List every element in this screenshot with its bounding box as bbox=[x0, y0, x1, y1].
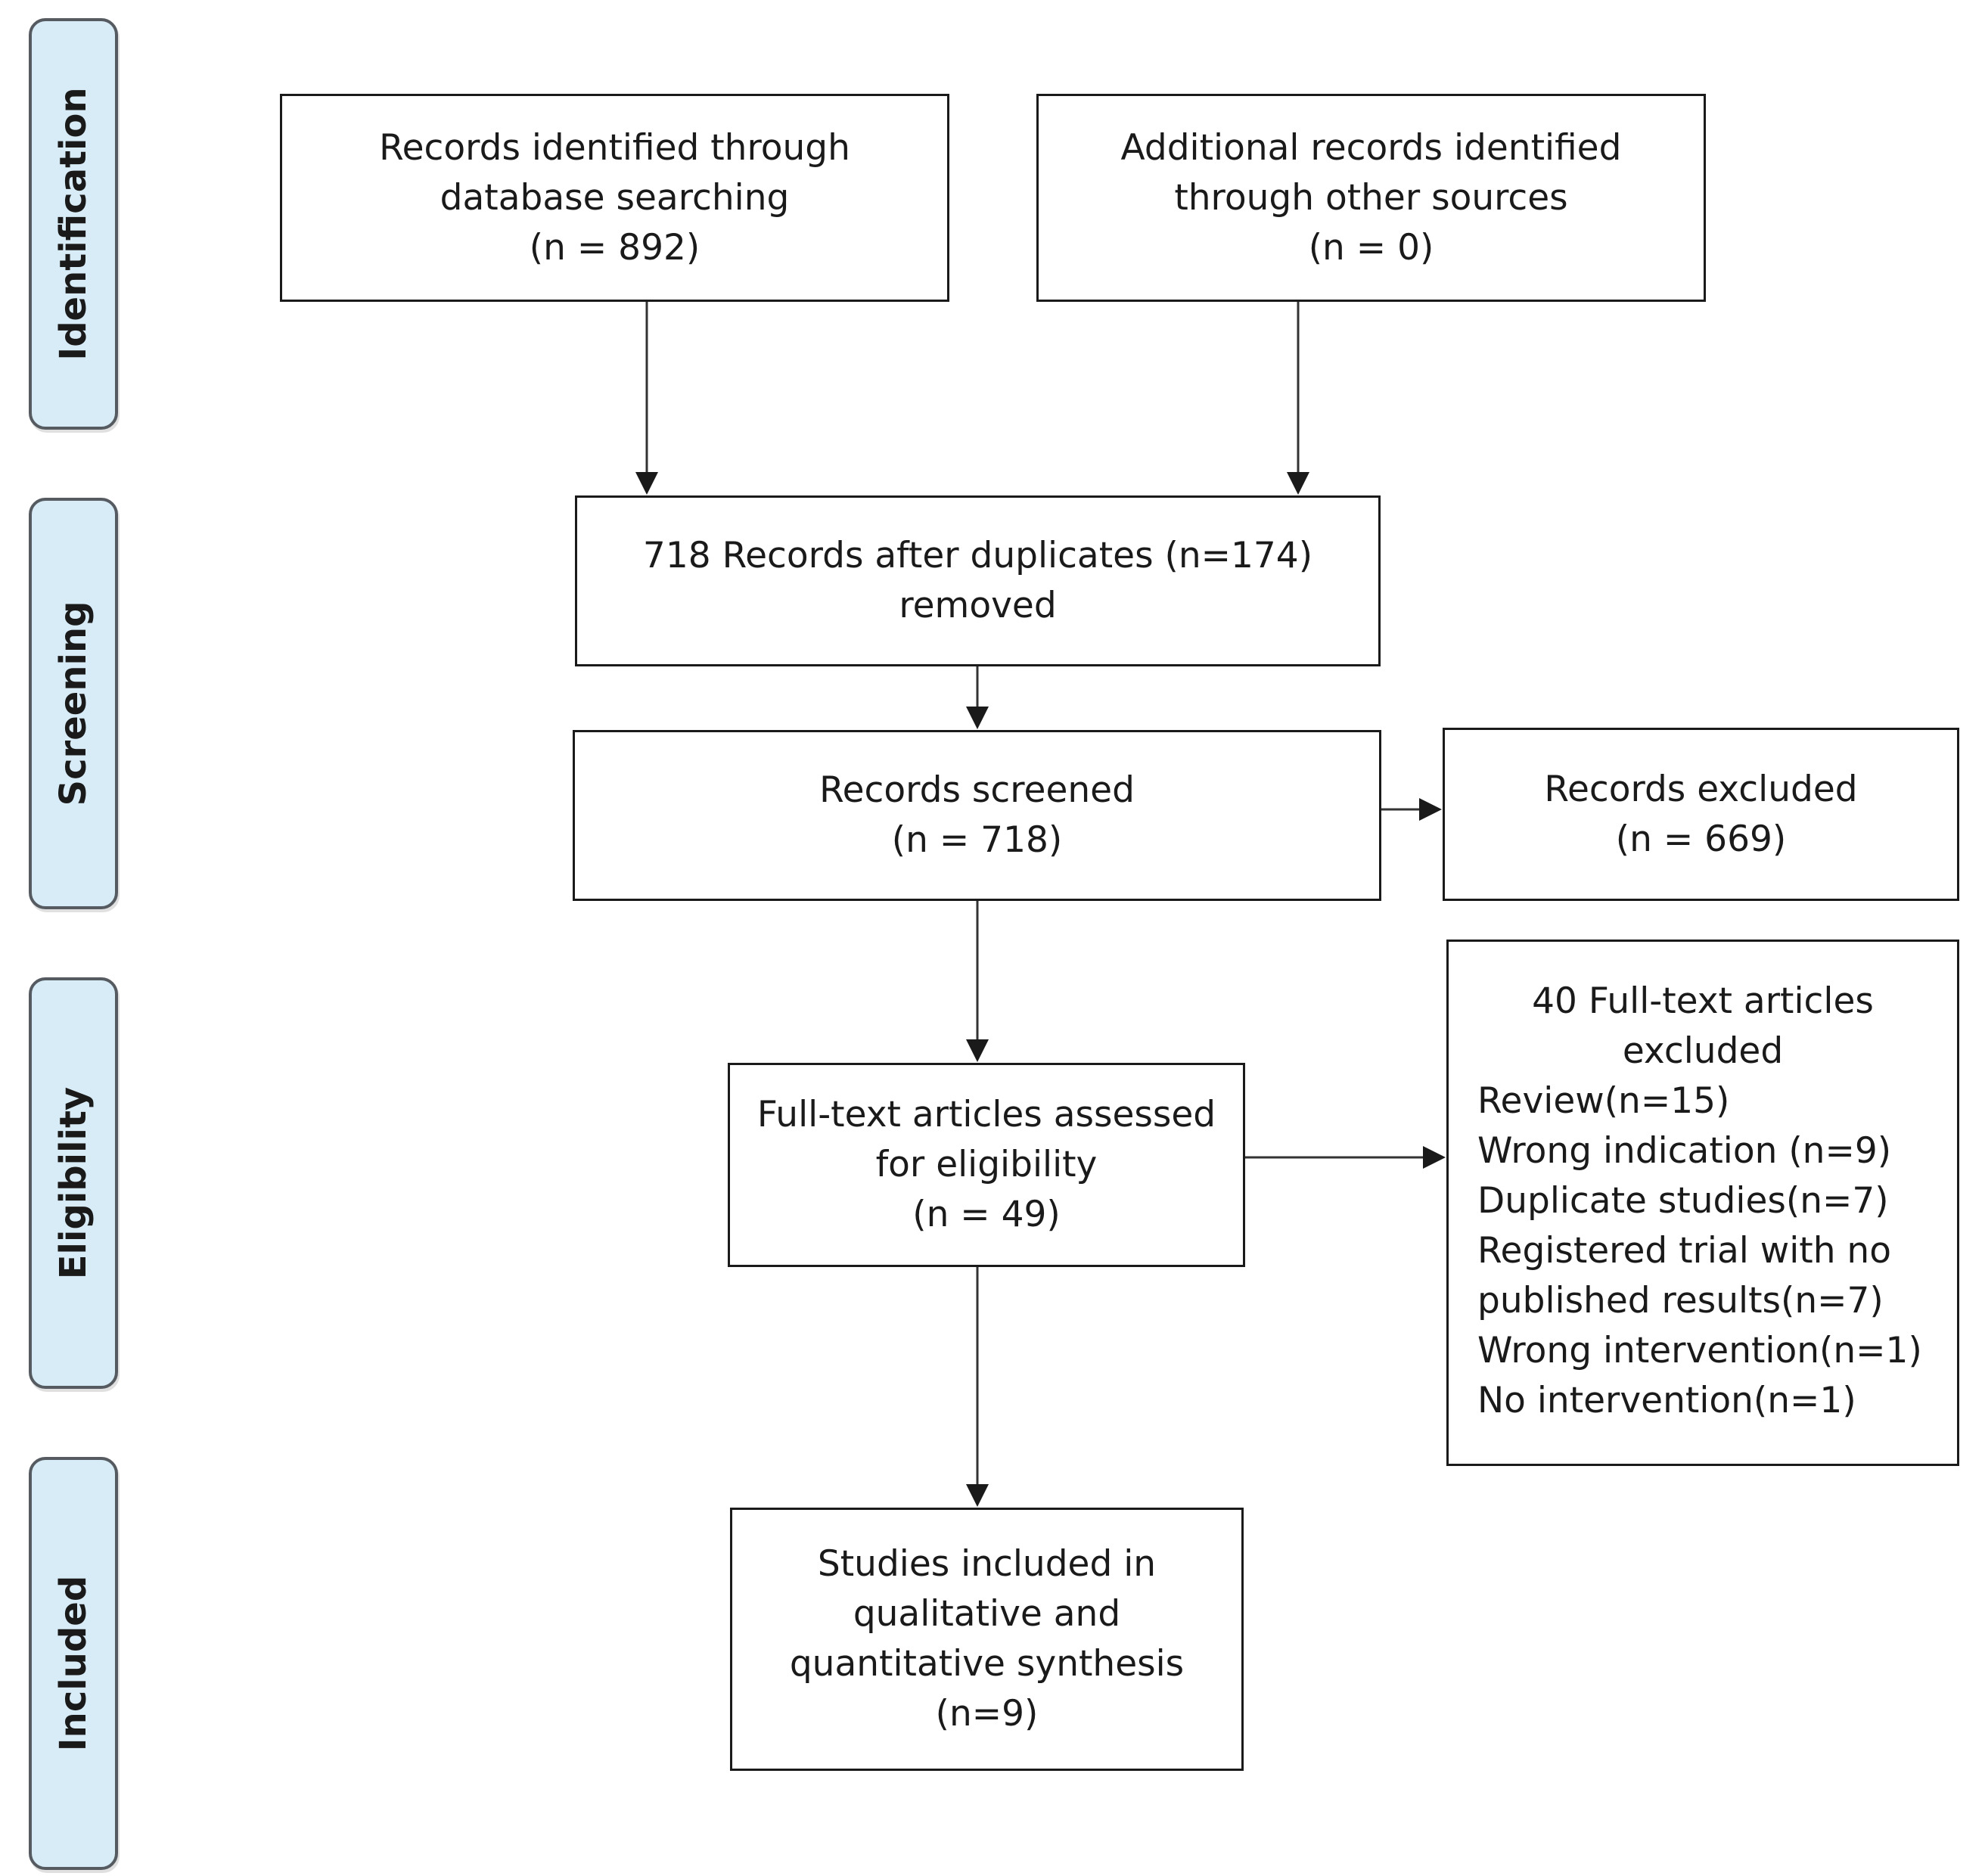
fulltext-assessed-count: (n = 49) bbox=[912, 1194, 1061, 1235]
records-screened-count: (n = 718) bbox=[891, 819, 1063, 861]
other-sources-line1: Additional records identified bbox=[1120, 126, 1622, 169]
studies-included-line3: quantitative synthesis bbox=[789, 1643, 1185, 1685]
other-sources-count: (n = 0) bbox=[1308, 226, 1434, 269]
fulltext-assessed-line1: Full-text articles assessed bbox=[756, 1094, 1216, 1135]
database-records-line1: Records identified through bbox=[379, 126, 850, 169]
fulltext-excluded-head2: excluded bbox=[1622, 1030, 1784, 1072]
exclusion-reason-item: Duplicate studies(n=7) bbox=[1477, 1180, 1889, 1222]
exclusion-reason-item: No intervention(n=1) bbox=[1477, 1380, 1856, 1421]
exclusion-reason-item: Review(n=15) bbox=[1477, 1080, 1730, 1122]
fulltext-assessed-line2: for eligibility bbox=[875, 1144, 1098, 1185]
fulltext-excluded-box: 40 Full-text articles excluded Review(n=… bbox=[1446, 940, 1959, 1466]
studies-included-count: (n=9) bbox=[935, 1693, 1039, 1735]
records-excluded-box: Records excluded (n = 669) bbox=[1443, 728, 1959, 901]
phase-screening: Screening bbox=[29, 498, 118, 909]
fulltext-excluded-head1: 40 Full-text articles bbox=[1532, 980, 1874, 1022]
database-records-count: (n = 892) bbox=[529, 226, 700, 269]
phase-screening-label: Screening bbox=[52, 601, 95, 806]
exclusion-reason-item: Registered trial with no bbox=[1477, 1230, 1891, 1272]
phase-identification-label: Identification bbox=[52, 87, 95, 361]
database-records-line2: database searching bbox=[440, 176, 790, 219]
duplicates-removed-line1: 718 Records after duplicates (n=174) bbox=[642, 535, 1313, 576]
duplicates-removed-line2: removed bbox=[899, 585, 1057, 626]
phase-included-label: Included bbox=[52, 1575, 95, 1752]
records-excluded-count: (n = 669) bbox=[1615, 818, 1787, 860]
exclusion-reason-item: Wrong intervention(n=1) bbox=[1477, 1330, 1922, 1371]
studies-included-line1: Studies included in bbox=[817, 1543, 1157, 1585]
phase-eligibility: Eligibility bbox=[29, 977, 118, 1389]
records-screened-box: Records screened (n = 718) bbox=[573, 730, 1381, 901]
records-screened-label: Records screened bbox=[819, 769, 1135, 811]
records-excluded-label: Records excluded bbox=[1544, 768, 1858, 810]
phase-included: Included bbox=[29, 1457, 118, 1870]
duplicates-removed-box: 718 Records after duplicates (n=174) rem… bbox=[575, 495, 1381, 666]
other-sources-box: Additional records identified through ot… bbox=[1036, 94, 1706, 302]
exclusion-reasons-list: Review(n=15) Wrong indication (n=9) Dupl… bbox=[1449, 1076, 1957, 1426]
studies-included-line2: qualitative and bbox=[853, 1593, 1121, 1635]
studies-included-box: Studies included in qualitative and quan… bbox=[730, 1508, 1244, 1771]
other-sources-line2: through other sources bbox=[1174, 176, 1568, 219]
exclusion-reason-item: published results(n=7) bbox=[1477, 1280, 1884, 1322]
database-records-box: Records identified through database sear… bbox=[280, 94, 949, 302]
phase-eligibility-label: Eligibility bbox=[52, 1086, 95, 1280]
exclusion-reason-item: Wrong indication (n=9) bbox=[1477, 1130, 1892, 1172]
fulltext-assessed-box: Full-text articles assessed for eligibil… bbox=[728, 1063, 1245, 1267]
phase-identification: Identification bbox=[29, 18, 118, 430]
